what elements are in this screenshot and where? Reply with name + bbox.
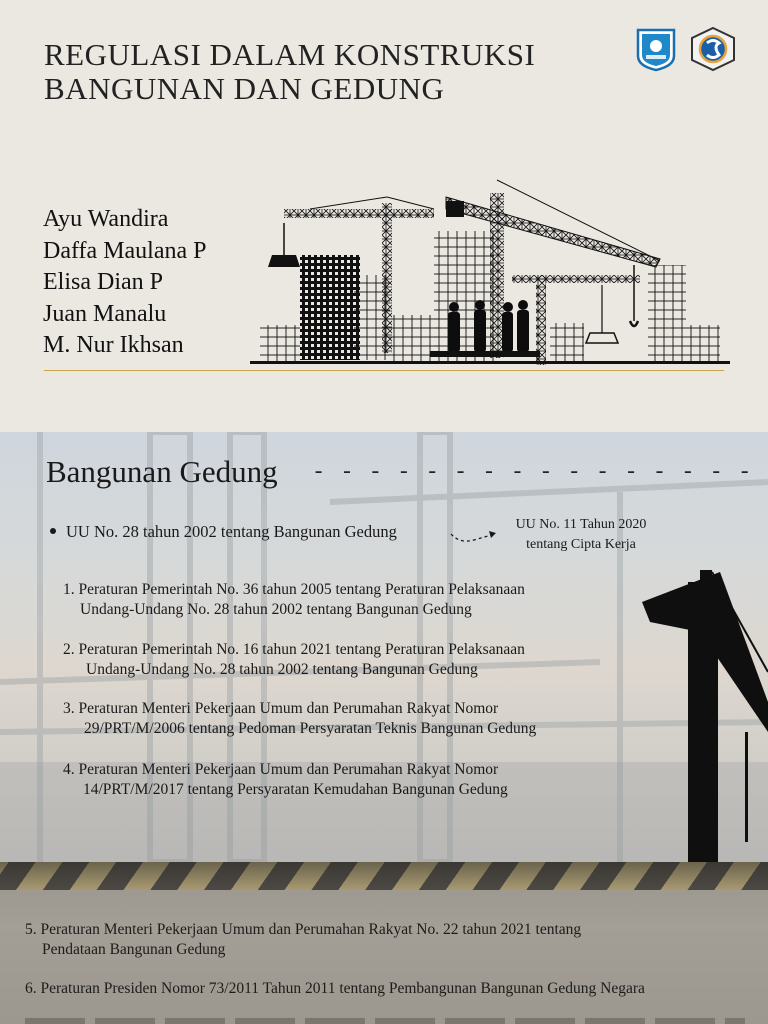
author-name: Elisa Dian P: [43, 269, 163, 295]
dashed-arrow-icon: [450, 531, 496, 542]
author-name: M. Nur Ikhsan: [43, 332, 184, 358]
regulation-item: 2. Peraturan Pemerintah No. 16 tahun 202…: [63, 640, 525, 680]
regulation-item: 6. Peraturan Presiden Nomor 73/2011 Tahu…: [25, 979, 645, 999]
regulation-item: 1. Peraturan Pemerintah No. 36 tahun 200…: [63, 580, 525, 620]
author-list: Ayu Wandira Daffa Maulana P Elisa Dian P…: [43, 204, 207, 362]
page-title: REGULASI DALAM KONSTRUKSI BANGUNAN DAN G…: [44, 38, 535, 106]
amendment-line-2: tentang Cipta Kerja: [526, 537, 636, 552]
regulation-line: Pendataan Bangunan Gedung: [42, 941, 226, 958]
cut-off-text-line: [25, 1018, 745, 1024]
author-name: Ayu Wandira: [43, 206, 169, 232]
divider: [44, 370, 724, 371]
university-logo-icon: [636, 28, 676, 72]
cover-section: REGULASI DALAM KONSTRUKSI BANGUNAN DAN G…: [0, 0, 768, 432]
author-name: Juan Manalu: [43, 300, 167, 327]
hazard-stripe-shade: [0, 862, 768, 890]
amendment-line-1: UU No. 11 Tahun 2020: [515, 517, 647, 532]
regulation-line: 3. Peraturan Menteri Pekerjaan Umum dan …: [63, 700, 499, 717]
heading-dashes: - - - - - - - - - - - - - - - - - - - - …: [312, 460, 768, 485]
regulation-line: 4. Peraturan Menteri Pekerjaan Umum dan …: [63, 761, 499, 778]
bullet-icon: [50, 528, 56, 535]
regulation-section: Bangunan Gedung - - - - - - - - - - - - …: [0, 432, 768, 862]
author-name: Daffa Maulana P: [43, 237, 207, 264]
main-law-text: UU No. 28 tahun 2002 tentang Bangunan Ge…: [66, 522, 397, 541]
regulation-line: Undang-Undang No. 28 tahun 2002 tentang …: [80, 601, 472, 618]
regulation-item: 3. Peraturan Menteri Pekerjaan Umum dan …: [63, 699, 536, 739]
regulation-line: 2. Peraturan Pemerintah No. 16 tahun 202…: [63, 641, 525, 658]
regulation-line: 1. Peraturan Pemerintah No. 36 tahun 200…: [63, 581, 525, 598]
title-line-2: BANGUNAN DAN GEDUNG: [44, 71, 445, 106]
institution-seal-icon: [691, 26, 735, 72]
regulation-item: 5. Peraturan Menteri Pekerjaan Umum dan …: [25, 920, 581, 960]
regulation-line: 14/PRT/M/2017 tentang Persyaratan Kemuda…: [83, 781, 508, 798]
section-heading: Bangunan Gedung: [46, 454, 278, 489]
continued-section: 5. Peraturan Menteri Pekerjaan Umum dan …: [0, 862, 768, 1024]
amendment-note: UU No. 11 Tahun 2020 tentang Cipta Kerja: [507, 515, 655, 555]
regulation-line: Undang-Undang No. 28 tahun 2002 tentang …: [86, 661, 478, 678]
construction-skyline-illustration: [250, 179, 730, 365]
regulation-line: 5. Peraturan Menteri Pekerjaan Umum dan …: [25, 921, 582, 938]
regulation-line: 6. Peraturan Presiden Nomor 73/2011 Tahu…: [25, 980, 645, 997]
regulation-line: 29/PRT/M/2006 tentang Pedoman Persyarata…: [84, 720, 537, 737]
regulation-item: 4. Peraturan Menteri Pekerjaan Umum dan …: [63, 760, 508, 800]
title-line-1: REGULASI DALAM KONSTRUKSI: [44, 37, 536, 72]
main-law-bullet: UU No. 28 tahun 2002 tentang Bangunan Ge…: [50, 522, 397, 542]
background-construction-photo: [0, 432, 768, 862]
